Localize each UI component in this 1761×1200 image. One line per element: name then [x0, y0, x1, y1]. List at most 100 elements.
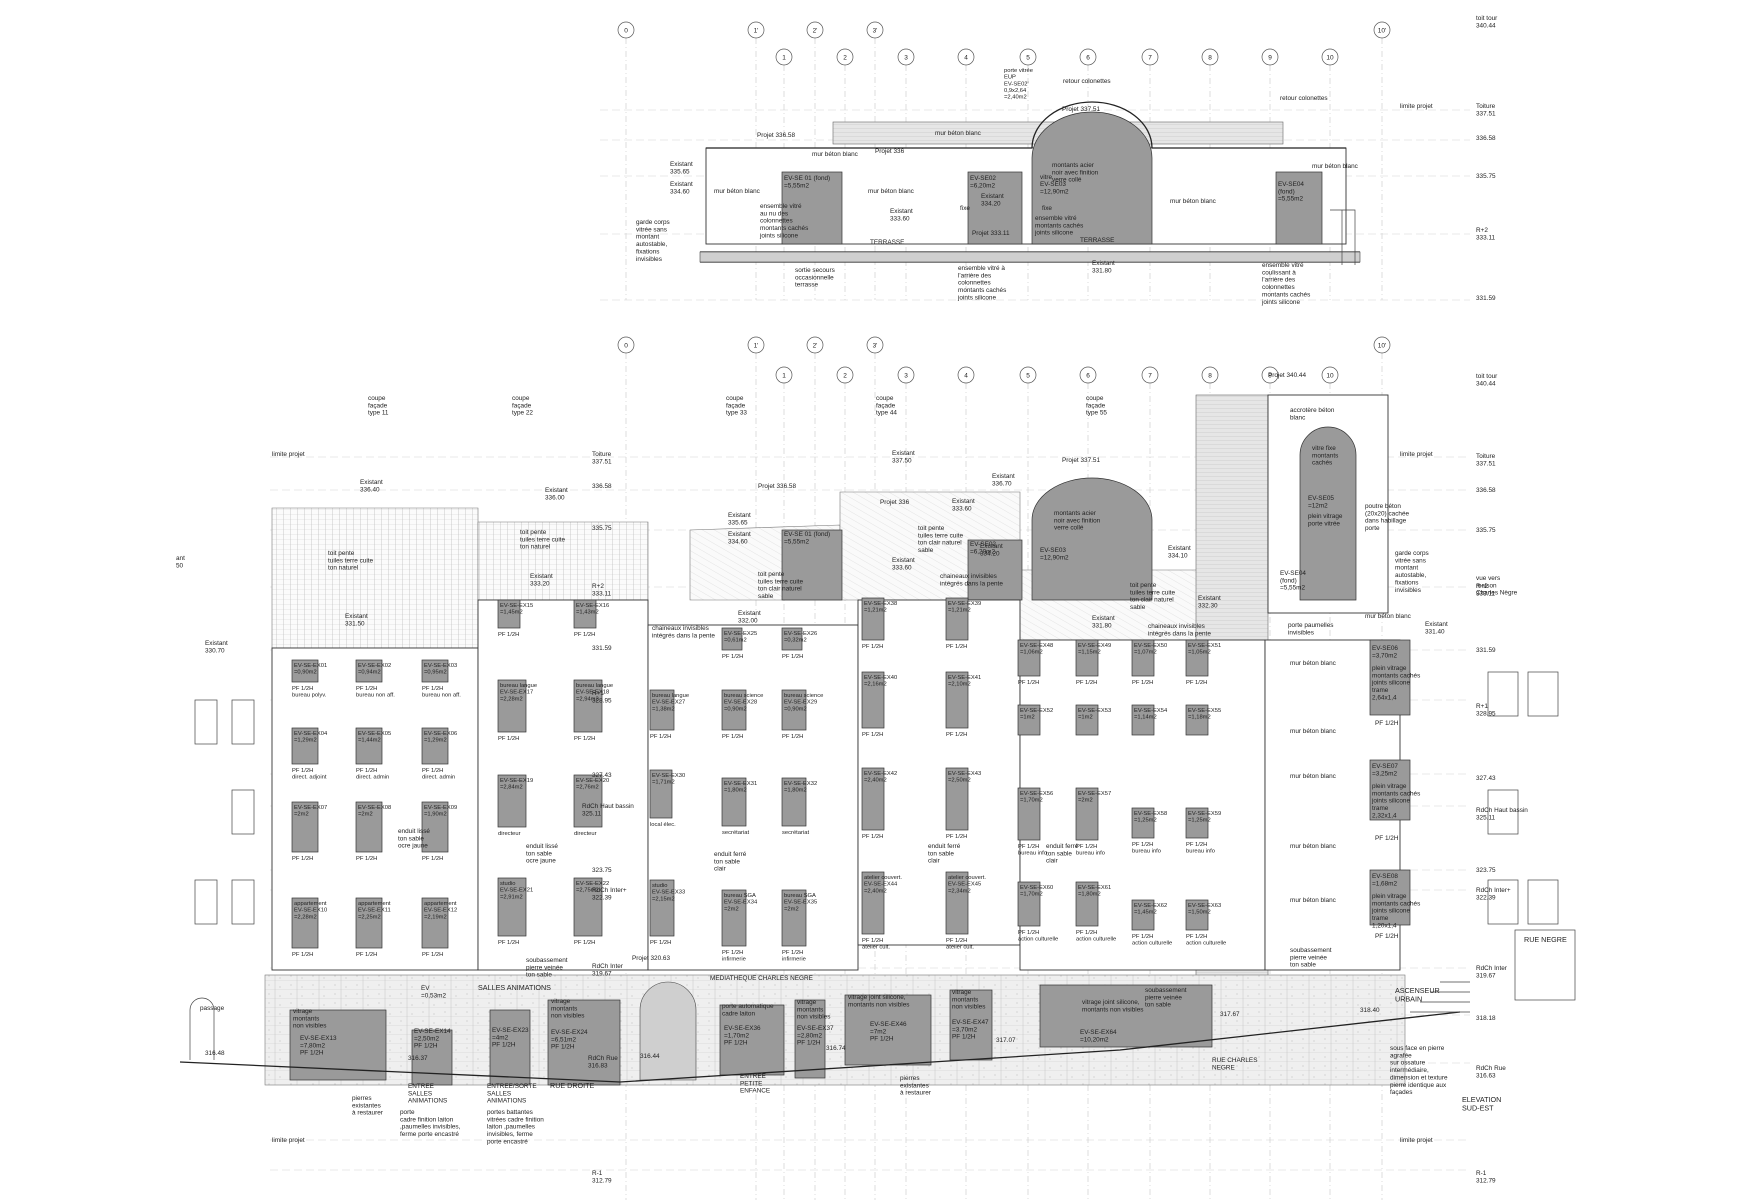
bay-ex46 [844, 994, 932, 1066]
window-ev-se-ex40 [861, 671, 885, 729]
lower-evse01-window [781, 529, 843, 601]
grid-axis-label: 10 [1326, 372, 1334, 379]
window-ev-se-ex44 [861, 871, 885, 935]
label-terrasse-1: TERRASSE [870, 239, 904, 246]
window-label-ev-se-ex57: EV-SE-EX57=2m2 [1078, 791, 1111, 804]
label-mur-beton-blanc-5: mur béton blanc [1312, 163, 1359, 170]
upper-evse02-window [967, 171, 1023, 245]
window-note-ev-se-ex41: PF 1/2H [946, 732, 967, 738]
grid-axis-bubble [1321, 366, 1339, 384]
grid-axis-label: 6 [1086, 54, 1090, 61]
neighbour-right [1487, 671, 1576, 1001]
label-limite-projet-bottom-left: limite projet [272, 1137, 305, 1144]
window-ev-se-ex20 [573, 774, 603, 828]
window-label-ev-se-ex19: EV-SE-EX19=2,84m2 [500, 778, 533, 791]
neighbour-left-window-1 [194, 699, 218, 745]
label-evse02-lower: EV-SE02=6,20m2 [970, 541, 996, 555]
grid-axis-bubble [617, 336, 635, 354]
roof-left-tiles [271, 507, 479, 649]
window-note-ev-se-ex12: PF 1/2H [422, 952, 443, 958]
grid-axis-bubble [1261, 48, 1279, 66]
window-label-ev-se-ex50: EV-SE-EX50=1,07m2 [1134, 643, 1167, 656]
window-note-ev-se-ex49: PF 1/2H [1076, 680, 1097, 686]
window-label-ev-se-ex32: EV-SE-EX32=1,80m2 [784, 781, 817, 794]
label-mur-beton-blanc-top: mur béton blanc [935, 130, 982, 137]
upper-arch-window [1031, 111, 1153, 245]
window-label-ev-se-ex16: EV-SE-EX16=1,43m2 [576, 603, 609, 616]
window-ev-se-ex63 [1185, 899, 1209, 931]
grid-axis-bubble [1321, 48, 1339, 66]
upper-elevation [699, 101, 1361, 265]
window-label-ev-se-ex39: EV-SE-EX39=1,21m2 [948, 601, 981, 614]
grid-axis-label: 1 [782, 372, 786, 379]
grid-axis-bubble [897, 48, 915, 66]
window-ev-se-ex27 [649, 689, 675, 731]
window-note-ev-se-ex30: local élec. [650, 822, 676, 828]
neighbour-left-window-5 [194, 879, 218, 925]
level-label-l336: 336.58 [1476, 135, 1496, 142]
window-label-ev-se-ex20: EV-SE-EX20=2,76m2 [576, 778, 609, 791]
window-ev-se-ex26 [781, 627, 803, 651]
label-31637: 316.37 [408, 1055, 428, 1062]
window-ev-se-ex52 [1017, 704, 1041, 736]
grid-axis-label: 3' [873, 342, 878, 349]
label-mur-beton-blanc-2: mur béton blanc [714, 188, 761, 195]
label-limite-projet-top-right: limite projet [1400, 451, 1433, 458]
window-note-ev-se-ex21: PF 1/2H [498, 940, 519, 946]
label-mur-beton-blanc-2: mur béton blanc [1290, 728, 1337, 735]
window-note-ev-se-ex48: PF 1/2H [1018, 680, 1039, 686]
neighbour-right-window-2 [1527, 671, 1559, 717]
window-ev-se-ex04 [291, 727, 319, 765]
window-note-ev-se-ex10: PF 1/2H [292, 952, 313, 958]
window-ev-se-ex17 [497, 679, 527, 733]
window-note-ev-se-ex40: PF 1/2H [862, 732, 883, 738]
window-ev-se-ex30 [649, 769, 673, 819]
label-evse05: EV-SE05=12m2 [1308, 495, 1334, 509]
window-note-ev-se-ex43: PF 1/2H [946, 834, 967, 840]
window-label-ev-se-ex31: EV-SE-EX31=1,80m2 [724, 781, 757, 794]
window-label-ev-se-ex04: EV-SE-EX04=1,29m2 [294, 731, 328, 744]
window-note-ev-se-ex19: directeur [498, 831, 521, 837]
rue-negre-sign [1514, 929, 1576, 1001]
window-ev-se-ex56 [1017, 787, 1041, 841]
label-projet-33658-upper: Projet 336.58 [757, 132, 795, 139]
grid-axis-bubble [836, 48, 854, 66]
label-31707: 317.07 [996, 1037, 1016, 1044]
window-note-ev-se-ex42: PF 1/2H [862, 834, 883, 840]
window-ev-se-ex31 [721, 777, 747, 827]
grid-axis-bubble [836, 366, 854, 384]
grid-axis-bubble [1261, 366, 1279, 384]
label-33658-mid: 336.58 [592, 483, 612, 490]
label-projet-336-upper: Projet 336 [875, 148, 905, 155]
